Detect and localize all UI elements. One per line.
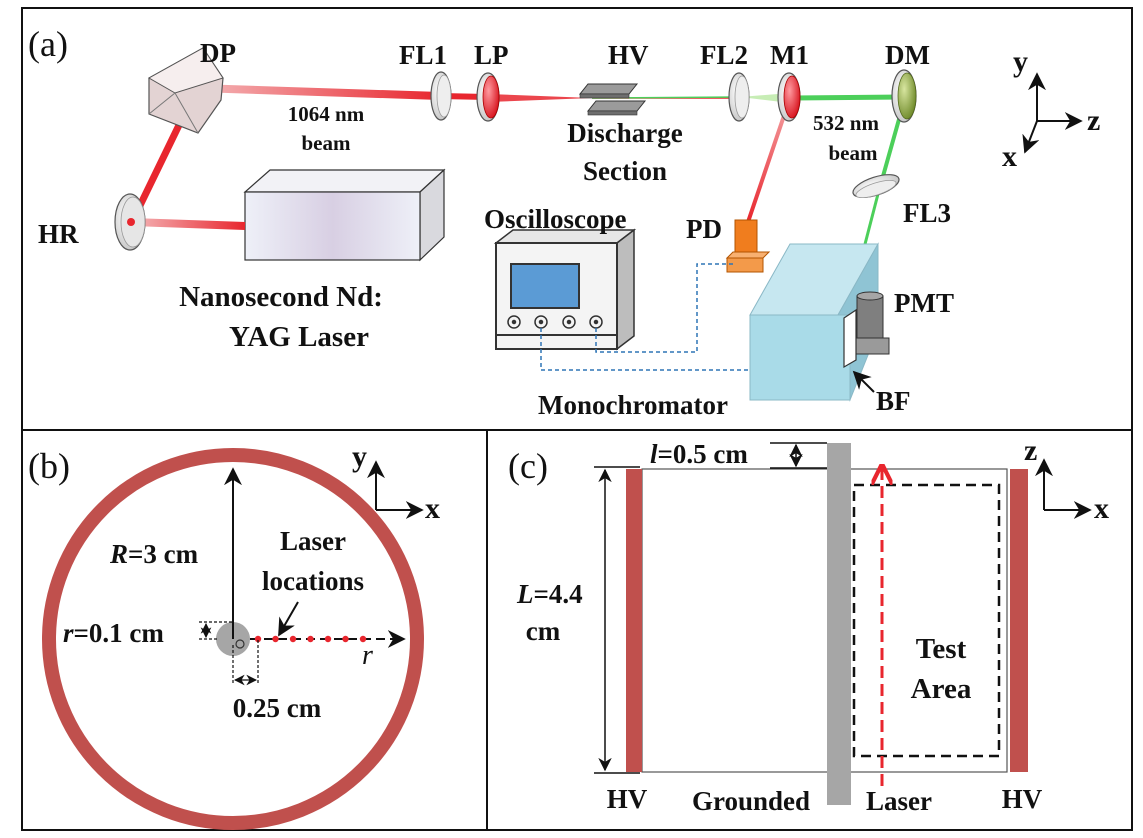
label-l-value: =0.5 cm — [658, 439, 749, 469]
label-hv: HV — [608, 40, 649, 70]
label-hv-right: HV — [1002, 784, 1043, 814]
spacing-indicator — [232, 640, 259, 686]
label-small-r-value: =0.1 cm — [74, 618, 165, 648]
label-laser-line2: locations — [262, 566, 364, 596]
discharge-plates — [578, 83, 647, 116]
hr-mirror — [114, 193, 146, 251]
label-test-line1: Test — [916, 633, 967, 665]
label-fl2: FL2 — [700, 40, 748, 70]
label-pd: PD — [686, 214, 722, 244]
chamber-outline — [641, 468, 1008, 773]
axes-c — [1035, 458, 1092, 519]
label-beam-1064-line2: beam — [302, 131, 352, 155]
outer-electrode-ring — [42, 448, 424, 830]
axis-b-x: x — [425, 492, 440, 525]
pd-detector — [725, 219, 771, 273]
center-marker — [235, 639, 245, 649]
label-fl1: FL1 — [399, 40, 447, 70]
label-l: l=0.5 cm — [650, 439, 748, 469]
laser-location-dot — [289, 635, 297, 643]
label-L-value: =4.4 — [534, 579, 583, 609]
label-R: R=3 cm — [109, 539, 199, 569]
laser-location-dot — [324, 635, 332, 643]
hv-electrode-right — [1010, 469, 1028, 772]
label-laser-line2: YAG Laser — [229, 321, 369, 353]
fl3-lens — [852, 174, 900, 199]
fl1-lens — [430, 71, 452, 121]
label-L-unit: cm — [526, 616, 561, 646]
label-beam-1064-line1: 1064 nm — [288, 102, 365, 126]
small-r-indicator — [199, 621, 233, 640]
axes-b — [367, 460, 424, 519]
bf-arrow — [852, 370, 875, 393]
label-l-symbol: l — [650, 439, 658, 469]
hv-electrode-left — [626, 469, 642, 772]
label-small-r-symbol: r — [63, 618, 74, 648]
panel-b: (b) R=3 cm r=0.1 cm Las — [28, 440, 440, 830]
laser-location-dots — [254, 635, 367, 643]
dm-mirror — [891, 69, 917, 123]
label-grounded: Grounded — [692, 786, 810, 816]
axis-c-z: z — [1024, 434, 1037, 467]
beam-1064 — [128, 84, 792, 230]
label-L-symbol: L — [516, 579, 534, 609]
label-hr: HR — [38, 219, 79, 249]
label-R-symbol: R — [109, 539, 128, 569]
panel-a-label: (a) — [28, 24, 68, 64]
oscilloscope — [493, 228, 637, 351]
fl2-lens — [728, 72, 750, 122]
label-discharge-line2: Section — [583, 156, 667, 186]
laser-location-dot — [359, 635, 367, 643]
label-beam-532-line1: 532 nm — [813, 111, 879, 135]
grounded-electrode — [827, 443, 851, 805]
label-lp: LP — [474, 40, 509, 70]
axis-a-z: z — [1087, 104, 1100, 137]
laser-location-dot — [272, 635, 279, 643]
lp-lens — [476, 72, 500, 122]
label-oscilloscope: Oscilloscope — [484, 204, 627, 234]
axis-a-y: y — [1013, 45, 1028, 78]
axis-c-x: x — [1094, 492, 1109, 525]
axes-a — [1022, 72, 1083, 154]
label-fl3: FL3 — [903, 198, 951, 228]
axis-b-y: y — [352, 440, 367, 473]
panel-frames — [21, 7, 1133, 831]
laser-locations-pointer — [278, 601, 299, 637]
L-dimension — [594, 466, 640, 774]
label-discharge-line1: Discharge — [567, 118, 682, 148]
label-small-r: r=0.1 cm — [63, 618, 164, 648]
laser-location-dot — [307, 635, 314, 643]
panel-a: (a) — [28, 24, 1100, 420]
laser-location-dot — [254, 635, 262, 643]
label-R-value: =3 cm — [128, 539, 199, 569]
label-beam-532-line2: beam — [829, 141, 879, 165]
label-dm: DM — [885, 40, 930, 70]
m1-mirror — [777, 72, 801, 122]
panel-c: (c) l=0.5 cm L=4.4 cm Te — [508, 434, 1109, 816]
label-laser-line1: Laser — [280, 526, 346, 556]
pmt — [843, 291, 890, 369]
signal-cables — [540, 263, 850, 371]
label-r-axis: r — [362, 640, 373, 671]
nd-yag-laser — [243, 168, 446, 262]
label-L: L=4.4 — [516, 579, 583, 609]
label-bf: BF — [876, 386, 911, 416]
label-dp: DP — [200, 38, 236, 68]
axis-a-x: x — [1002, 140, 1017, 173]
test-area-box — [852, 483, 1001, 758]
label-pmt: PMT — [894, 288, 954, 318]
label-test-line2: Area — [911, 673, 972, 705]
panel-b-label: (b) — [28, 446, 70, 486]
panel-c-label: (c) — [508, 446, 548, 486]
dp-prism — [147, 47, 224, 134]
l-dimension — [770, 442, 827, 469]
label-monochromator: Monochromator — [538, 390, 728, 420]
label-spacing: 0.25 cm — [233, 693, 322, 723]
label-m1: M1 — [770, 40, 809, 70]
label-laser-line1: Nanosecond Nd: — [179, 281, 383, 313]
label-hv-left: HV — [607, 784, 648, 814]
label-laser: Laser — [866, 786, 932, 816]
laser-location-dot — [342, 635, 349, 643]
